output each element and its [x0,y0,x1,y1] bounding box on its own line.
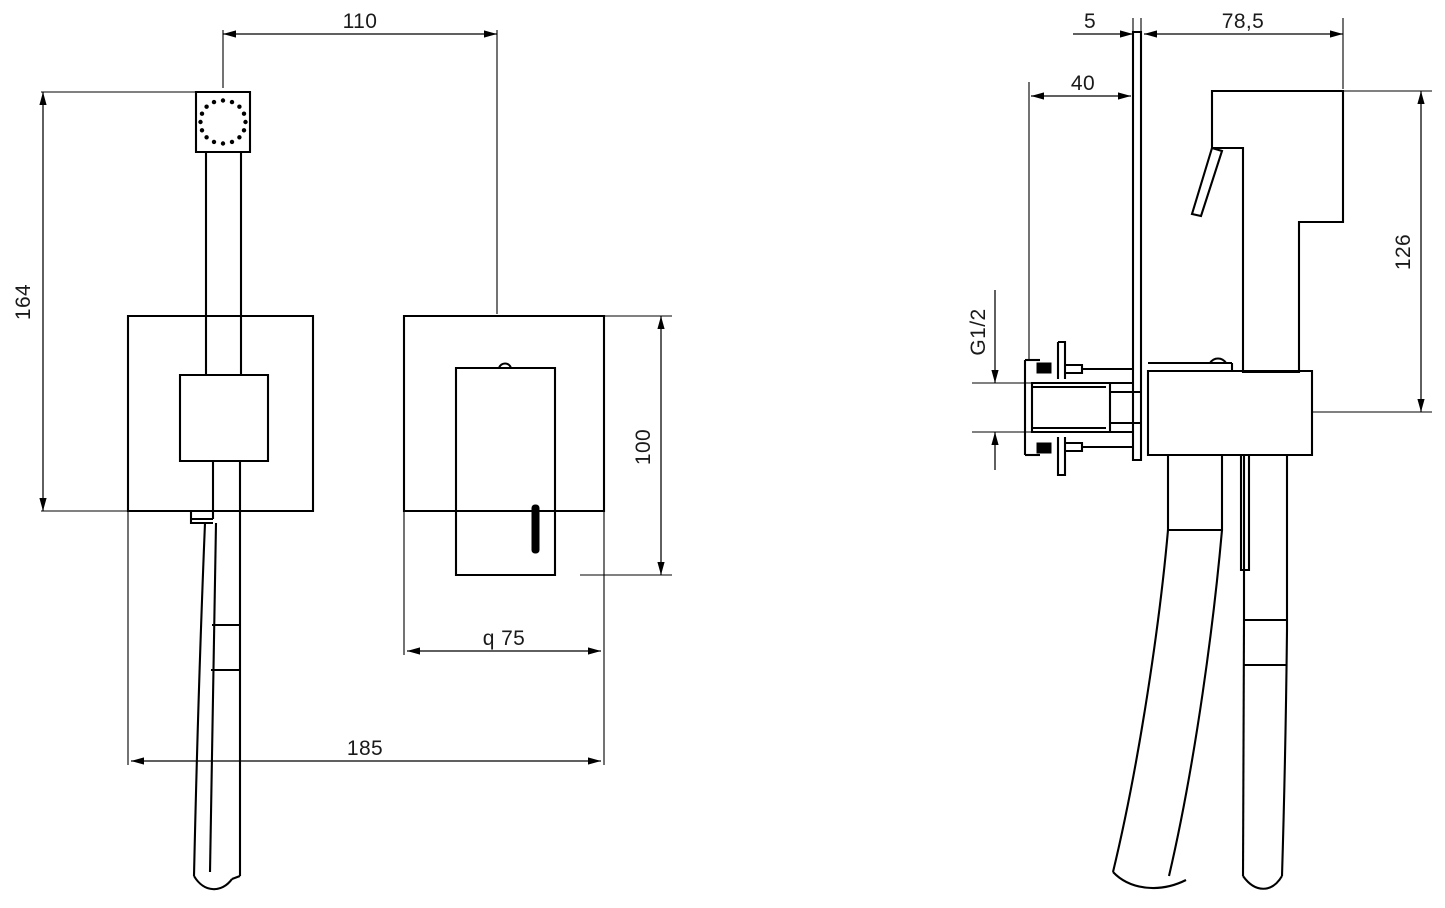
concealed-valve-side [1023,340,1140,477]
flex-hose-side [1111,529,1224,890]
dim-75: q 75 [403,511,605,655]
handle-hose-connector-front [189,461,242,527]
mixer-body-side [1146,357,1314,457]
dim-110: 110 [222,10,498,314]
holder-side [1166,455,1251,572]
mixer-lever-front [454,362,557,577]
side-view-group: 5 78,5 40 G1/2 [967,10,1432,890]
dim-100: 100 [580,315,672,576]
dim-5-label: 5 [1084,10,1096,33]
spray-head-front [194,90,252,154]
dim-78-5: 78,5 [1144,10,1344,89]
dim-75-label: q 75 [483,627,525,650]
flex-hose-front [192,522,242,891]
dim-78-5-label: 78,5 [1222,10,1264,33]
front-view-group: 110 164 100 q 75 [12,10,672,891]
handle-tube-side [1241,455,1289,890]
holder-wall-plate-front [126,314,315,513]
dim-100-label: 100 [632,429,655,465]
spray-handle-shaft-front [204,152,243,375]
wall-holder-block-front [178,373,270,463]
dim-126-label: 126 [1392,234,1415,270]
lever-indicator-mark [531,504,540,554]
dim-g12: G1/2 [967,290,1032,470]
dim-164: 164 [12,91,196,512]
dim-40-label: 40 [1071,72,1095,95]
mixer-wall-plate-front [402,314,606,513]
dim-126: 126 [1312,90,1432,413]
dim-185-label: 185 [347,737,383,760]
dim-5: 5 [1073,10,1142,90]
wall-plate-side [1131,30,1143,462]
spray-gun-side [1190,89,1345,374]
nozzle-holes-icon [198,98,248,146]
dim-40: 40 [1028,72,1134,372]
dim-185: 185 [127,511,605,765]
dim-110-label: 110 [343,10,378,33]
dim-g12-label: G1/2 [967,308,990,355]
dim-164-label: 164 [12,284,35,320]
